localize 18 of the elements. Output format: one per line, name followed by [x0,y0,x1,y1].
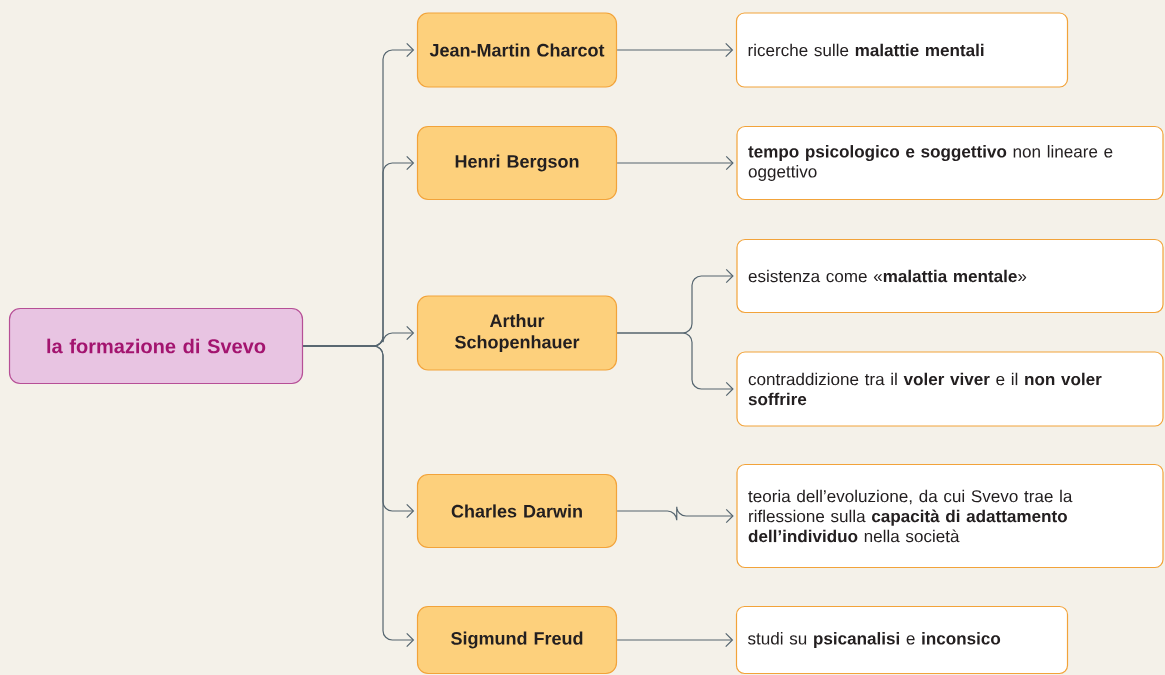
arrow [616,155,734,171]
arrow [616,332,734,397]
name-box: Jean-Martin Charcot [416,12,618,88]
arrow [616,632,734,648]
name-box: Charles Darwin [416,473,618,549]
note-box: studi su psicanalisi e inconsico [735,605,1069,675]
arrow [616,42,734,58]
topic-box: la formazione di Svevo [8,307,304,385]
arrow [302,345,415,648]
note-box: teoria dell’evoluzione, da cui Svevo trae la riflessione sulla capacità di adattamento dell’individuo nella società [736,463,1164,569]
note-box: ricerche sulle malattie mentali [735,12,1069,88]
name-box: Arthur Schopenhauer [416,295,618,371]
note-box: contraddizione tra il voler viver e il non voler soffrire [736,351,1164,427]
name-box: Henri Bergson [416,125,618,201]
note-box: esistenza come «malattia mentale» [736,238,1164,314]
note-box: tempo psicologico e soggettivo non lineare e oggettivo [736,125,1164,201]
arrow [616,506,734,524]
name-box: Sigmund Freud [416,605,618,675]
